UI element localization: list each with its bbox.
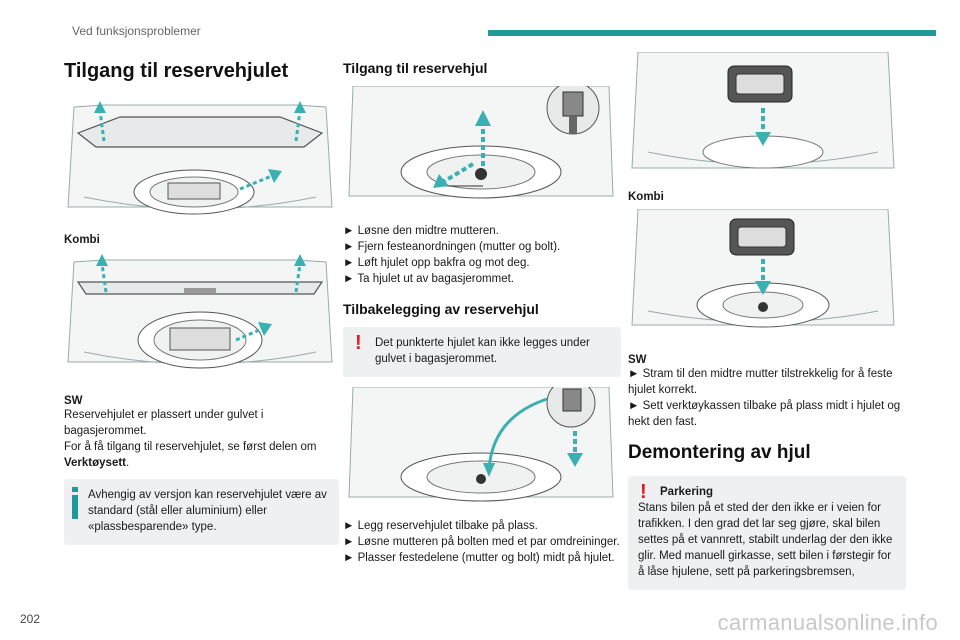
subsection-title-access: Tilgang til reservehjul: [343, 60, 488, 76]
section-title: Tilgang til reservehjulet: [64, 60, 289, 82]
warning-title: Parkering: [660, 486, 714, 498]
figure-label-kombi: Kombi: [628, 191, 664, 203]
trunk-illustration-1: [64, 97, 339, 226]
wheel-removal-illustration: [343, 86, 621, 209]
info-box: Avhengig av versjon kan reservehjulet væ…: [64, 479, 339, 545]
step-item: ► Løsne mutteren på bolten med et par om…: [343, 536, 620, 548]
paragraph-location: Reservehjulet er plassert under gulvet i…: [64, 409, 264, 437]
trunk-illustration-2: [64, 252, 339, 381]
toolbox-refit-illustration-1: [628, 52, 906, 181]
figure-label-sw: SW: [628, 354, 647, 366]
step-item: ► Legg reservehjulet tilbake på plass.: [343, 520, 538, 532]
step-item: ► Løft hjulet opp bakfra og mot deg.: [343, 257, 530, 269]
column-middle: Tilgang til reservehjul ► Løsne den midt…: [343, 52, 621, 566]
page-number: 202: [20, 612, 41, 626]
steps-return: ► Legg reservehjulet tilbake på plass. ►…: [343, 518, 621, 566]
toolbox-refit-illustration-2: [628, 209, 906, 338]
header-accent-bar: [488, 30, 936, 36]
warning-box-parking: ! Parkering Stans bilen på et sted der d…: [628, 476, 906, 590]
warning-text: Stans bilen på et sted der den ikke er i…: [638, 502, 893, 578]
step-item: ► Plasser festedelene (mutter og bolt) m…: [343, 552, 615, 564]
figure-label-kombi: Kombi: [64, 234, 100, 246]
warning-icon: !: [640, 481, 647, 503]
step-item: ► Sett verktøykassen tilbake på plass mi…: [628, 400, 901, 428]
watermark: carmanualsonline.info: [717, 610, 938, 635]
paragraph-access-end: .: [126, 457, 130, 469]
wheel-return-illustration: [343, 387, 621, 510]
section-title-demount: Demontering av hjul: [628, 442, 811, 463]
step-item: ► Løsne den midtre mutteren.: [343, 225, 499, 237]
running-header: Ved funksjonsproblemer: [72, 24, 201, 38]
step-item: ► Ta hjulet ut av bagasjerommet.: [343, 273, 514, 285]
warning-icon: !: [355, 332, 362, 354]
step-item: ► Fjern festeanordningen (mutter og bolt…: [343, 241, 561, 253]
paragraph-access: For å få tilgang til reservehjulet, se f…: [64, 439, 339, 471]
paragraph-access-text: For å få tilgang til reservehjulet, se f…: [64, 441, 317, 453]
reference-bold: Verktøysett: [64, 457, 127, 469]
figure-label-sw: SW: [64, 395, 83, 407]
info-text: Avhengig av versjon kan reservehjulet væ…: [88, 489, 327, 533]
steps-access: ► Løsne den midtre mutteren. ► Fjern fes…: [343, 223, 621, 287]
subsection-title-return: Tilbakelegging av reservehjul: [343, 301, 539, 317]
column-left: Tilgang til reservehjulet Kombi: [64, 52, 339, 545]
warning-box: ! Det punkterte hjulet kan ikke legges u…: [343, 327, 621, 377]
warning-text: Det punkterte hjulet kan ikke legges und…: [375, 337, 590, 365]
step-item: ► Stram til den midtre mutter tilstrekke…: [628, 368, 893, 396]
column-right: Kombi SW ► Stram til den midtre mutter t…: [628, 52, 906, 590]
info-icon: [72, 487, 78, 519]
